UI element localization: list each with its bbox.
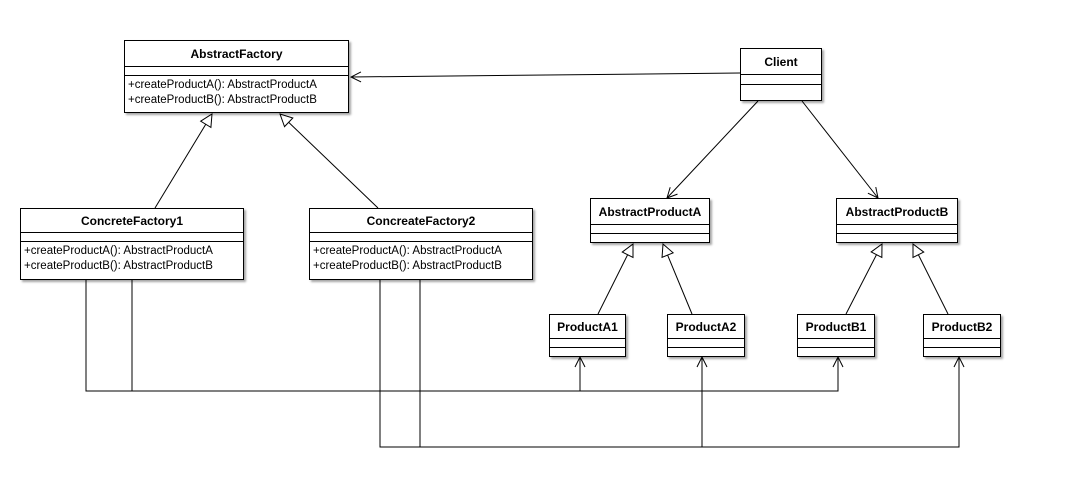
- operation: +createProductB(): AbstractProductB: [128, 94, 317, 106]
- producta1-generalization: [597, 244, 633, 315]
- concretefactory2-to-productb2-dependency: [379, 280, 959, 448]
- attributes-compartment: [310, 233, 532, 242]
- concretefactory2-to-producta2-dependency: [419, 280, 702, 448]
- class-name: ProductB1: [798, 315, 874, 339]
- attributes-compartment: [550, 339, 625, 348]
- attributes-compartment: [741, 75, 821, 85]
- abstractproducta-class[interactable]: AbstractProductA: [590, 198, 710, 243]
- client-to-abstractfactory-association: [351, 73, 741, 77]
- attributes-compartment: [21, 233, 243, 242]
- client-to-abstractproducta-association: [667, 100, 759, 198]
- attributes-compartment: [125, 67, 348, 76]
- concretefactory1-to-productb1-dependency: [85, 280, 838, 392]
- client-class[interactable]: Client: [740, 48, 822, 101]
- attributes-compartment: [837, 225, 957, 234]
- class-name: ProductA1: [550, 315, 625, 339]
- class-name: AbstractProductA: [591, 199, 709, 225]
- operations-compartment: +createProductA(): AbstractProductA +cre…: [21, 242, 243, 276]
- operation: +createProductA(): AbstractProductA: [24, 245, 213, 257]
- concretefactory1-generalization: [154, 114, 212, 209]
- operations-compartment: +createProductA(): AbstractProductA +cre…: [310, 242, 532, 276]
- operations-compartment: +createProductA(): AbstractProductA +cre…: [125, 76, 348, 110]
- attributes-compartment: [591, 225, 709, 234]
- concreatefactory2-class[interactable]: ConcreateFactory2 +createProductA(): Abs…: [309, 208, 533, 280]
- concretefactory1-to-producta1-dependency: [131, 280, 580, 392]
- class-name: AbstractProductB: [837, 199, 957, 225]
- concretefactory2-generalization: [280, 114, 379, 209]
- productb1-generalization: [845, 244, 882, 315]
- class-name: ProductA2: [668, 315, 744, 339]
- productb2-class[interactable]: ProductB2: [923, 314, 1001, 357]
- operation: +createProductB(): AbstractProductB: [313, 260, 502, 272]
- producta1-class[interactable]: ProductA1: [549, 314, 626, 357]
- class-name: Client: [741, 49, 821, 75]
- productb1-class[interactable]: ProductB1: [797, 314, 875, 357]
- class-name: ProductB2: [924, 315, 1000, 339]
- operation: +createProductA(): AbstractProductA: [128, 79, 317, 91]
- producta2-generalization: [663, 244, 693, 315]
- attributes-compartment: [924, 339, 1000, 348]
- concretefactory1-class[interactable]: ConcreteFactory1 +createProductA(): Abst…: [20, 208, 244, 280]
- attributes-compartment: [668, 339, 744, 348]
- productb2-generalization: [913, 244, 949, 315]
- client-to-abstractproductb-association: [801, 100, 878, 198]
- attributes-compartment: [798, 339, 874, 348]
- operation: +createProductB(): AbstractProductB: [24, 260, 213, 272]
- abstractproductb-class[interactable]: AbstractProductB: [836, 198, 958, 243]
- class-name: ConcreateFactory2: [310, 209, 532, 233]
- operation: +createProductA(): AbstractProductA: [313, 245, 502, 257]
- producta2-class[interactable]: ProductA2: [667, 314, 745, 357]
- class-name: AbstractFactory: [125, 41, 348, 67]
- class-name: ConcreteFactory1: [21, 209, 243, 233]
- abstractfactory-class[interactable]: AbstractFactory +createProductA(): Abstr…: [124, 40, 349, 113]
